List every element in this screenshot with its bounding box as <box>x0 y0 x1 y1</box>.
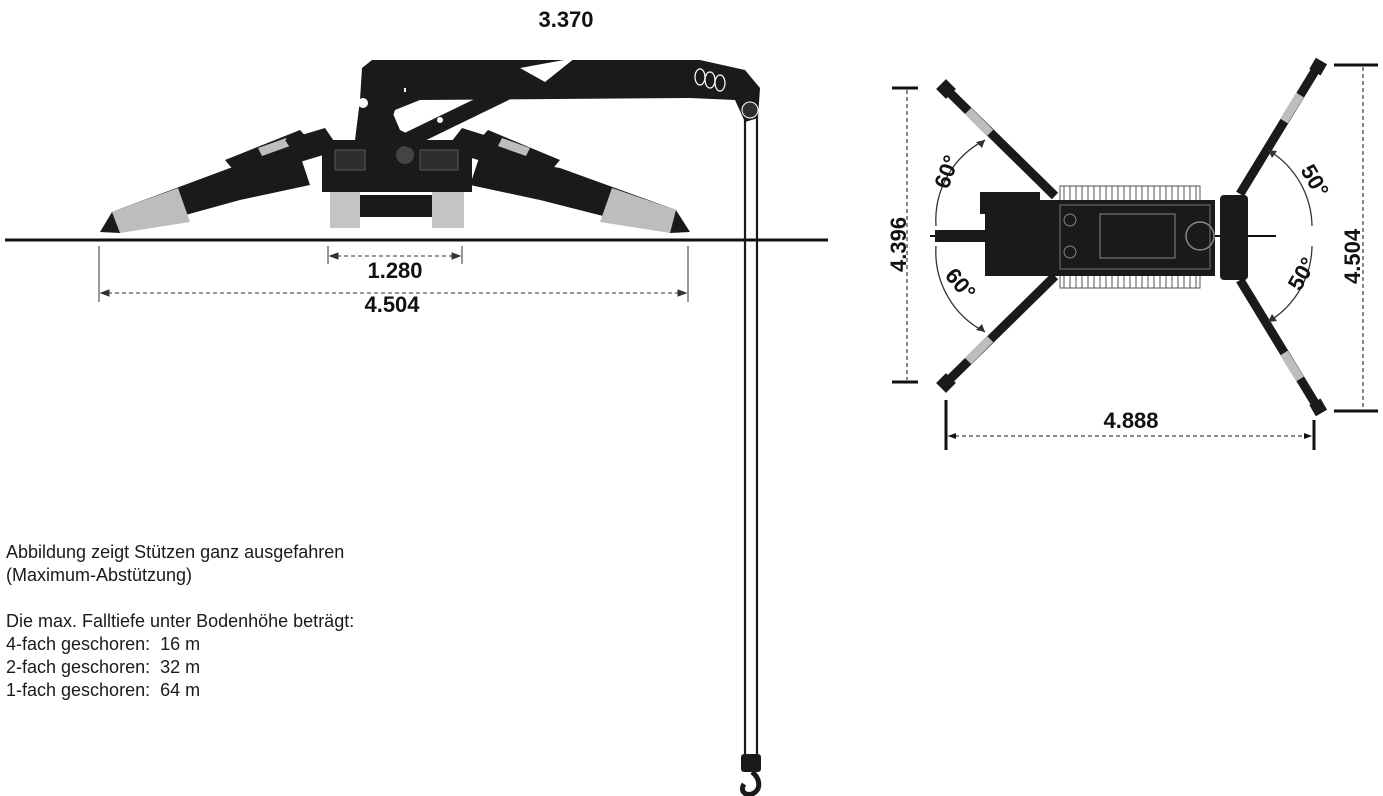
top-outrigger-rear-lower <box>1236 277 1328 417</box>
left-track <box>330 190 360 228</box>
note-max-drop-depth: Die max. Falltiefe unter Bodenhöhe beträ… <box>6 611 355 631</box>
angle-rear-upper-label: 50° <box>1296 160 1334 201</box>
angle-front-upper-label: 60° <box>929 152 964 192</box>
crane-top-view: 60° 60° 50° 50° 4.396 4.504 4.888 <box>886 57 1378 450</box>
width-label: 4.504 <box>1340 228 1365 284</box>
note-outriggers-extended: Abbildung zeigt Stützen ganz ausgefahren <box>6 542 345 562</box>
angle-front-lower-label: 60° <box>940 263 981 305</box>
span-dimension <box>944 400 1316 450</box>
track-width-label: 1.280 <box>367 258 422 283</box>
top-outrigger-rear-upper <box>1236 57 1328 197</box>
span-label: 4.888 <box>1103 408 1158 433</box>
note-maximum-support: (Maximum-Abstützung) <box>6 565 193 585</box>
boom-length-label: 3.370 <box>538 7 593 32</box>
right-track <box>432 190 464 228</box>
outrigger-span-label: 4.504 <box>364 292 420 317</box>
crane-boom <box>358 58 760 148</box>
right-outrigger <box>445 128 690 233</box>
top-outrigger-front-lower <box>936 272 1059 393</box>
note-spacer <box>6 587 354 610</box>
left-outrigger <box>100 128 340 233</box>
track-width-dimension <box>327 246 463 264</box>
length-dimension <box>892 86 918 384</box>
crane-side-view: 3.370 1.280 4.504 <box>5 7 828 796</box>
note-4-fall: 4-fach geschoren: 16 m <box>6 634 201 654</box>
outrigger-span-dimension <box>98 246 689 302</box>
notes-block: Abbildung zeigt Stützen ganz ausgefahren… <box>6 541 354 702</box>
angle-arcs <box>935 139 1313 333</box>
note-2-fall: 2-fach geschoren: 32 m <box>6 657 201 677</box>
length-label: 4.396 <box>886 217 911 272</box>
crane-hook <box>739 754 762 796</box>
angle-rear-lower-label: 50° <box>1283 253 1321 294</box>
width-dimension <box>1334 63 1378 413</box>
note-1-fall: 1-fach geschoren: 64 m <box>6 680 201 700</box>
